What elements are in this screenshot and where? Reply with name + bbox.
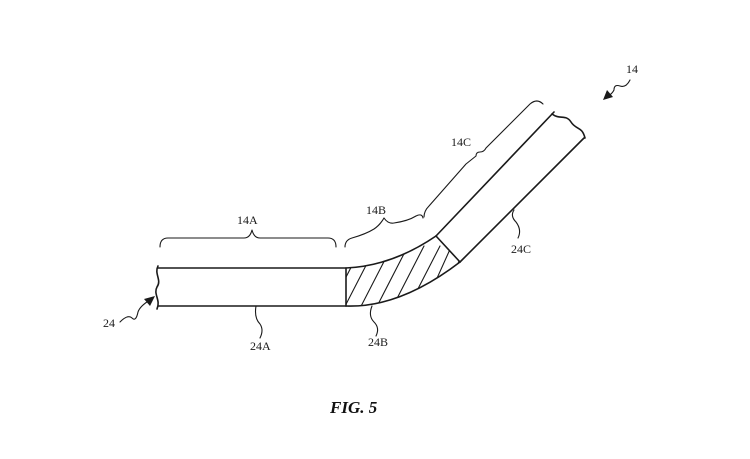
brace-14a	[159, 229, 337, 248]
label-14a: 14A	[237, 213, 258, 227]
arrow-14	[603, 79, 631, 100]
brace-14b	[344, 214, 424, 248]
label-14: 14	[626, 62, 638, 76]
label-14b: 14B	[366, 203, 386, 217]
brace-14c	[423, 100, 544, 218]
label-24a: 24A	[250, 339, 271, 353]
leader-24c	[511, 209, 521, 239]
leader-24b	[369, 305, 379, 337]
label-24: 24	[103, 316, 115, 330]
label-14c: 14C	[451, 135, 471, 149]
label-24b: 24B	[368, 335, 388, 349]
leader-24a	[254, 305, 263, 339]
bend-segment-24b	[345, 235, 461, 307]
hatching	[346, 236, 460, 307]
label-24c: 24C	[511, 242, 531, 256]
figure-caption: FIG. 5	[329, 398, 378, 417]
flat-segment-24a	[155, 265, 347, 310]
angled-segment-24c	[435, 111, 586, 263]
arrow-24	[119, 296, 155, 323]
